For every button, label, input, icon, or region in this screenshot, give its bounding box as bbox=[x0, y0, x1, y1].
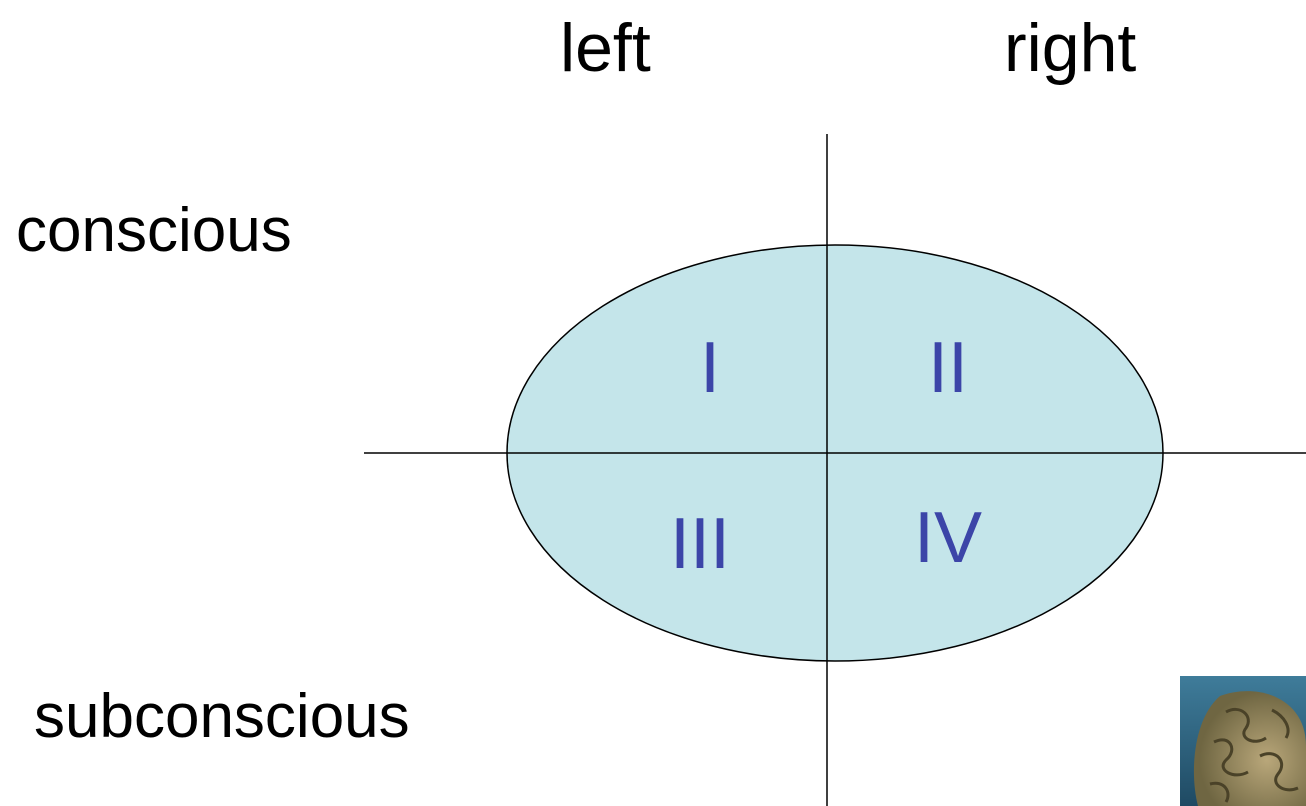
quadrant-label-1: I bbox=[700, 328, 721, 408]
brain-image bbox=[1180, 676, 1306, 806]
column-label-left: left bbox=[560, 10, 651, 86]
row-label-subconscious: subconscious bbox=[34, 682, 410, 751]
column-label-right: right bbox=[1004, 10, 1137, 86]
quadrant-label-4: IV bbox=[914, 498, 983, 578]
quadrant-label-3: III bbox=[670, 504, 731, 584]
quadrant-label-2: II bbox=[928, 328, 969, 408]
row-label-conscious: conscious bbox=[16, 196, 292, 265]
